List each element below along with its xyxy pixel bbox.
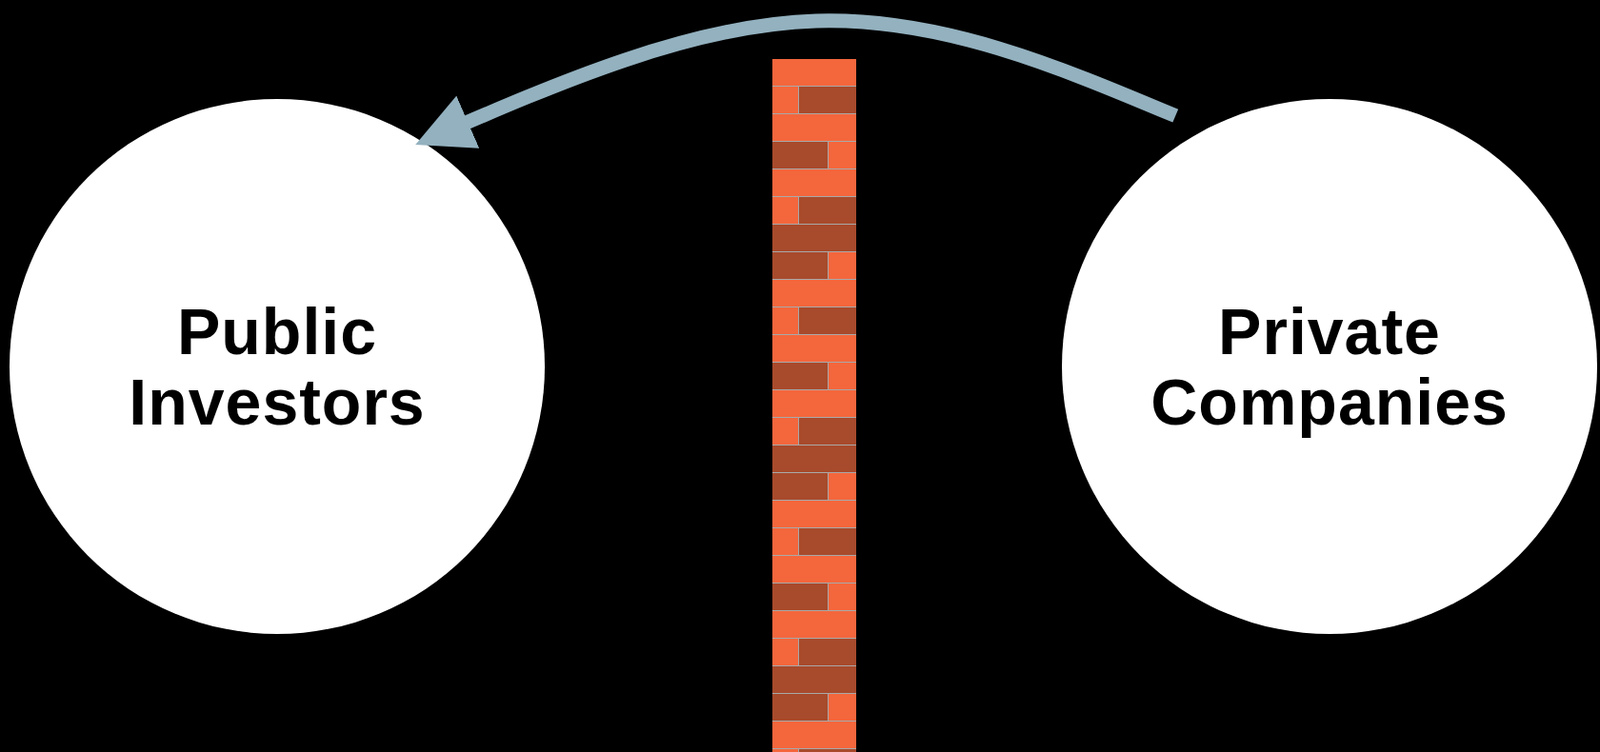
node-label: Public Investors [77,296,478,438]
flow-arrow [428,20,1176,140]
circle-outline [9,99,545,635]
node-label: Private Companies [1129,296,1530,438]
circle-node: Private Companies [1061,99,1598,635]
circle-node: Public Investors [9,99,545,635]
brick-wall-bricks [772,59,857,752]
circle-outline [1061,99,1598,635]
